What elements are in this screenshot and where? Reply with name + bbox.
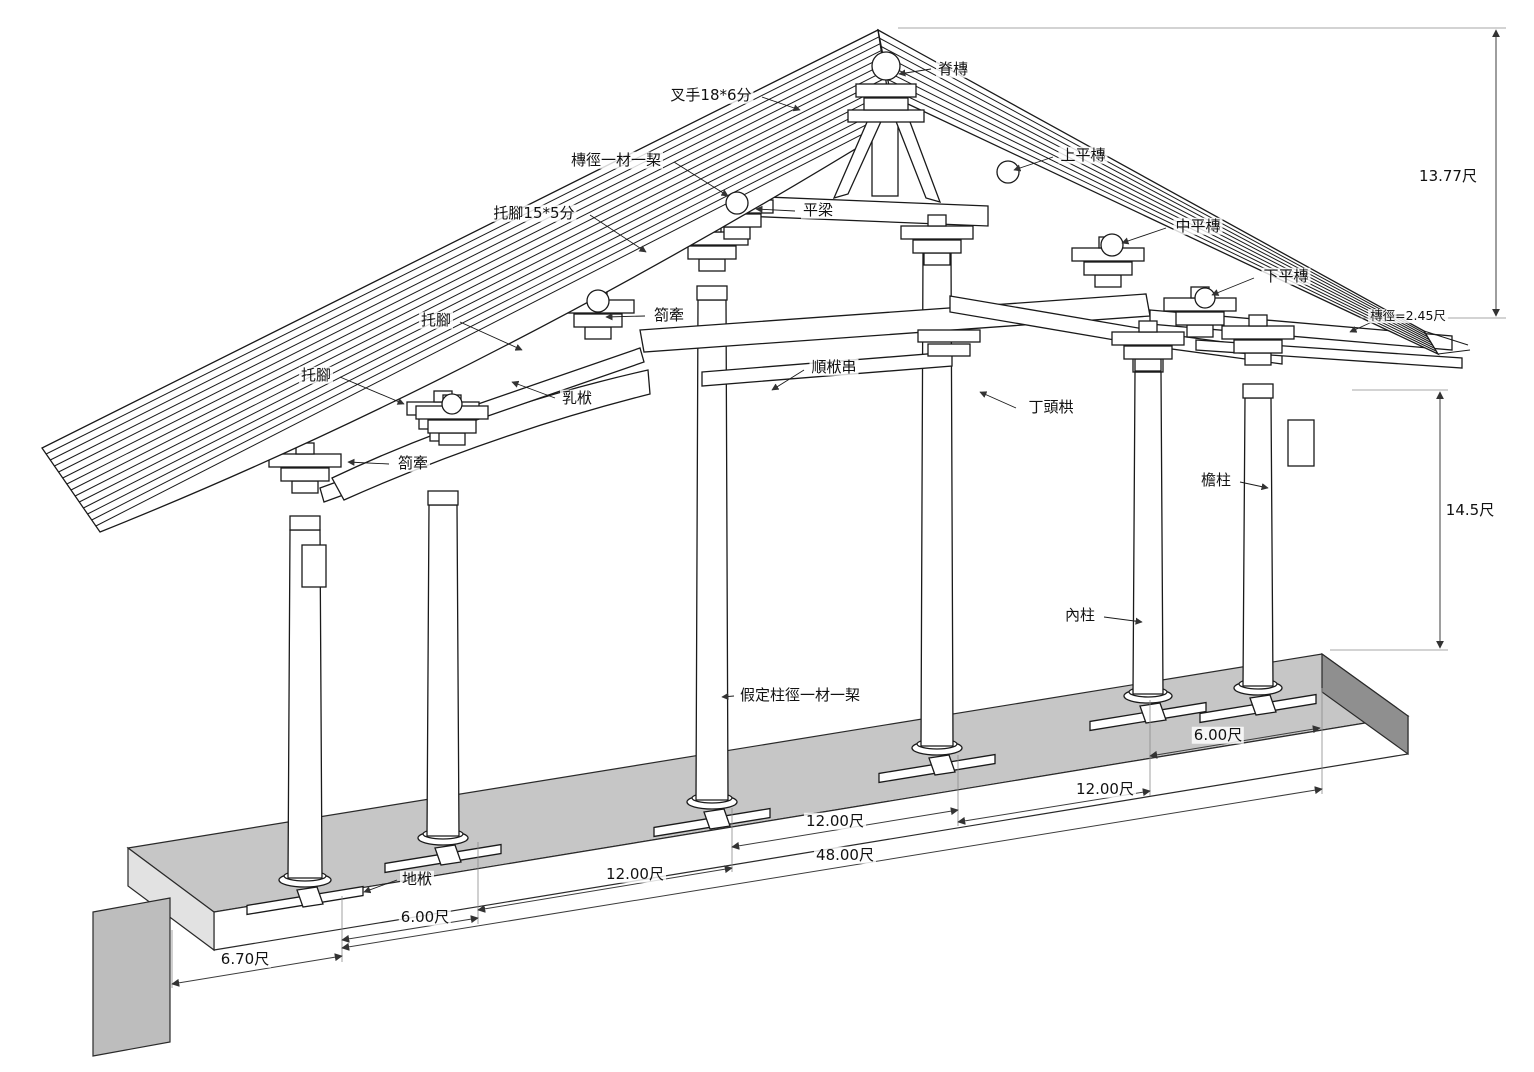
eave-tip-line-2 (1437, 349, 1471, 355)
eave-tip-line (1423, 330, 1469, 346)
label-chashou: 叉手18*6分 (668, 85, 754, 104)
roof-left-slope (41, 29, 894, 533)
label-tuojiao-1: 托腳 (418, 310, 454, 329)
ridge-block-2 (863, 97, 909, 111)
columns (278, 237, 1283, 888)
dim-bay-left-6: 6.00尺 (398, 907, 452, 926)
dim-bay-left-12: 12.00尺 (604, 864, 666, 883)
dim-column-height: 14.5尺 (1443, 500, 1497, 519)
ridge-block-1 (855, 83, 917, 98)
label-upper-purlin: 上平槫 (1058, 145, 1108, 164)
label-purlin-diameter: 槫徑一材一栔 (568, 150, 664, 169)
label-rufu: 乳栿 (559, 388, 595, 407)
right-rafters (879, 37, 1437, 352)
dim-total-48: 48.00尺 (814, 845, 876, 864)
label-shunfuchuan: 順栿串 (809, 357, 859, 376)
label-column-diameter: 假定柱徑一材一栔 (737, 685, 863, 704)
platform-right-edge (1321, 652, 1409, 756)
ridge-assembly (832, 83, 942, 203)
dim-bay-mid-12: 12.00尺 (804, 811, 866, 830)
purlins (441, 51, 1216, 415)
label-dingtougong: 丁頭栱 (1026, 397, 1076, 416)
platform-left-step (92, 897, 171, 1057)
label-middle-purlin: 中平槫 (1173, 216, 1223, 235)
ridge-block-3 (847, 109, 925, 123)
dim-roof-height: 13.77尺 (1417, 166, 1479, 185)
label-tuojiao-spec: 托腳15*5分 (491, 203, 577, 222)
label-ridge-purlin: 脊槫 (935, 59, 971, 78)
hanging-block-right (1287, 419, 1315, 467)
dingtougong-bracket (917, 329, 981, 343)
label-eave-column: 檐柱 (1198, 470, 1234, 489)
hanging-block-left (301, 544, 327, 588)
dingtougong-bracket-2 (927, 343, 971, 357)
label-inner-column: 內柱 (1062, 605, 1098, 624)
label-tuojiao-2: 托腳 (298, 365, 334, 384)
dim-purlin-diameter: 槫徑=2.45尺 (1368, 308, 1448, 324)
label-pingliang: 平梁 (800, 200, 836, 219)
dim-bay-right-12: 12.00尺 (1074, 779, 1136, 798)
label-lower-purlin: 下平槫 (1261, 266, 1311, 285)
label-leader-lines (339, 68, 1373, 894)
pingliang-beam (741, 195, 989, 227)
dim-bay-right-6: 6.00尺 (1191, 725, 1245, 744)
label-zhaqian-2: 箚牽 (395, 453, 431, 472)
label-zhaqian-1: 箚牽 (651, 305, 687, 324)
dimension-lines (171, 27, 1506, 988)
label-ground-sill: 地栿 (399, 869, 435, 888)
left-rafters (45, 36, 893, 527)
dim-platform-overhang: 6.70尺 (218, 949, 272, 968)
